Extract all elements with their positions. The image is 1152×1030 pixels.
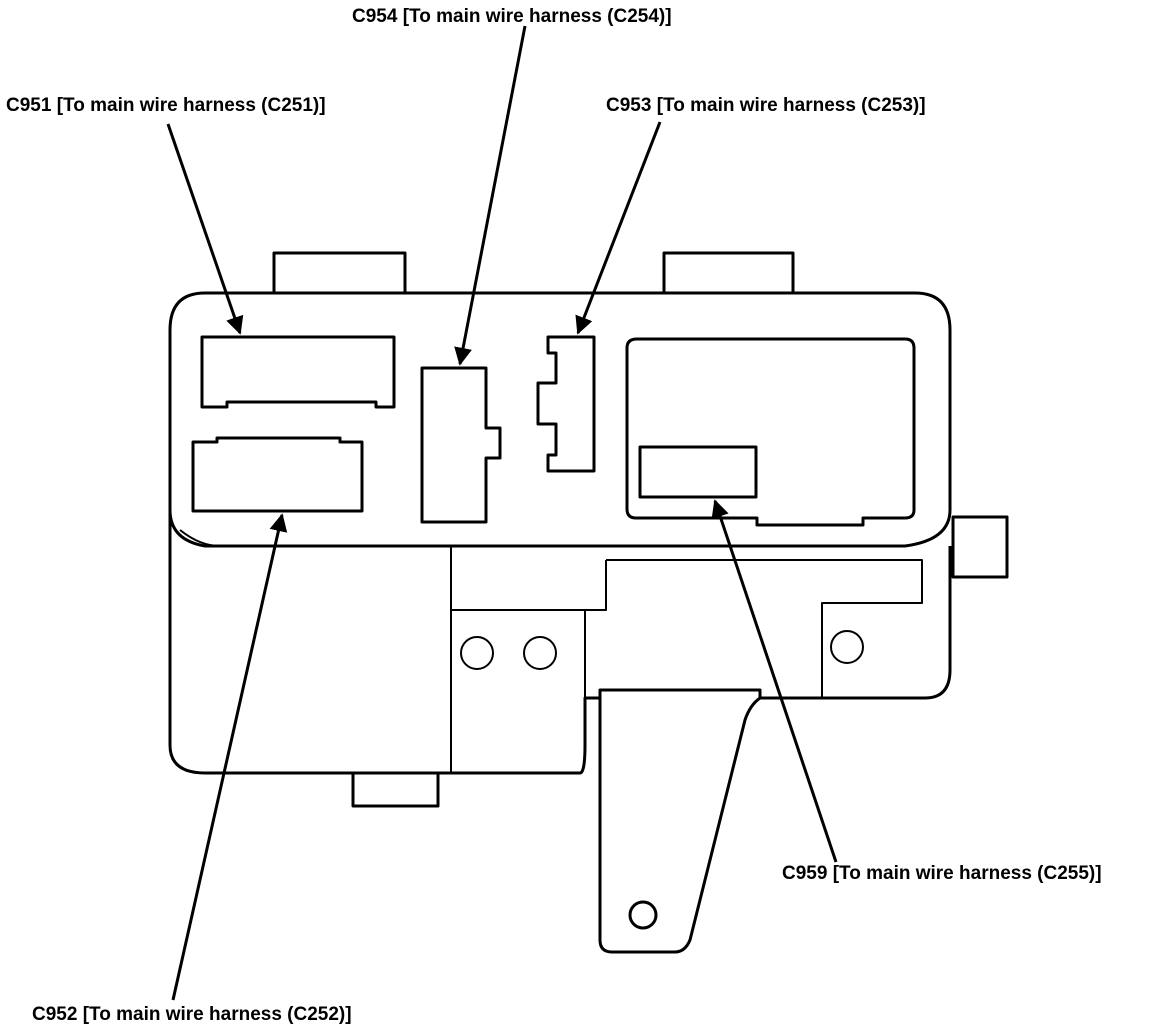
callout-c959: C959 [To main wire harness (C255)]: [782, 863, 1102, 884]
leader-c951: [166, 123, 244, 335]
connector-c959: [638, 445, 758, 499]
top-tab-right: [662, 251, 795, 293]
lower-panel-top-block: [451, 560, 607, 611]
callout-c952: C952 [To main wire harness (C252)]: [32, 1004, 352, 1025]
housing-cover: [168, 291, 952, 548]
callout-c954: C954 [To main wire harness (C254)]: [352, 6, 672, 27]
connector-c954: [420, 366, 502, 524]
c959-panel: [625, 337, 916, 527]
housing-lower-body: [168, 510, 952, 775]
lower-hole-1: [460, 636, 494, 670]
lower-hole-3: [830, 630, 864, 664]
lower-panel-top-edge: [179, 529, 221, 547]
leader-c952: [171, 513, 288, 1001]
mounting-bracket: [598, 696, 761, 954]
leader-c954: [454, 25, 527, 366]
top-tab-left: [272, 251, 407, 293]
lower-panel-upper-band: [606, 559, 923, 698]
callout-c951: C951 [To main wire harness (C251)]: [6, 95, 326, 116]
connector-c951: [200, 335, 396, 409]
leader-c959: [711, 499, 838, 863]
right-side-tab: [951, 515, 1009, 579]
callout-c953: C953 [To main wire harness (C253)]: [606, 95, 926, 116]
bottom-tab: [351, 773, 440, 808]
connector-c953: [536, 335, 596, 473]
leader-c953: [575, 121, 662, 335]
bracket-mounting-hole: [628, 900, 658, 930]
lower-hole-2: [523, 636, 557, 670]
connector-c952: [191, 436, 364, 513]
